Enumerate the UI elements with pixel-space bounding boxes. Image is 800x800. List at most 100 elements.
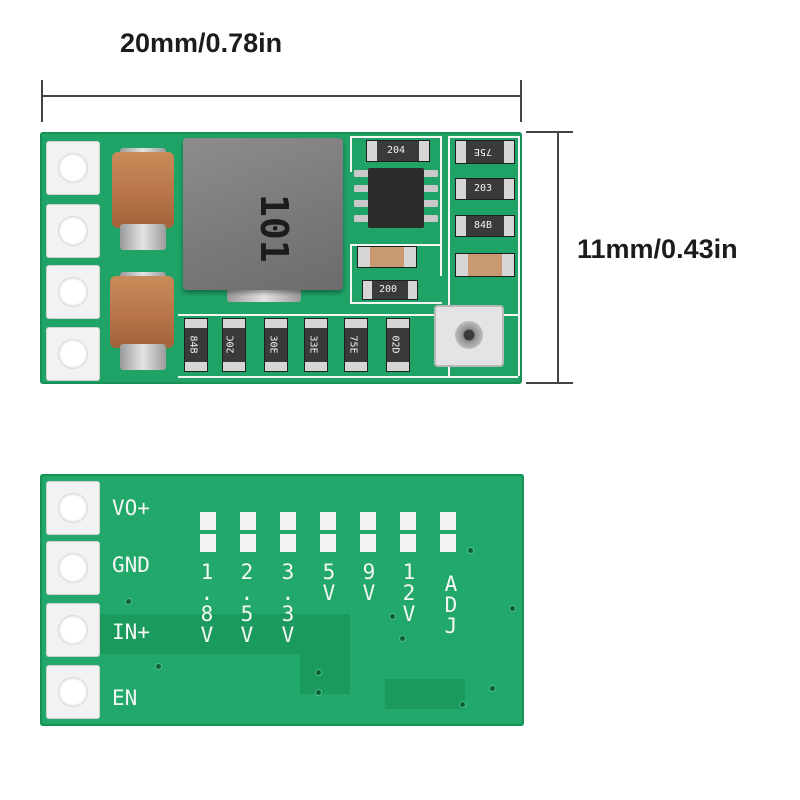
width-dimension-tick-right — [520, 80, 522, 122]
power-inductor: 101 — [183, 138, 343, 290]
solder-jumper — [280, 534, 296, 552]
via — [460, 702, 465, 707]
via — [468, 548, 473, 553]
resistor-code: 20C — [225, 335, 237, 354]
trim-potentiometer — [434, 305, 504, 367]
width-dimension-line — [42, 95, 522, 97]
chip-pin — [354, 185, 370, 192]
label-12v: 12V — [397, 560, 421, 623]
width-dimension-label: 20mm/0.78in — [120, 28, 283, 58]
via — [390, 614, 395, 619]
solder-jumper — [320, 512, 336, 530]
width-dimension-tick-left — [41, 80, 43, 122]
resistor-code: 75E — [474, 146, 493, 157]
via — [126, 599, 131, 604]
height-dimension-line — [557, 132, 559, 384]
resistor-code: 204 — [387, 145, 406, 156]
resistor-r7: 20C — [222, 318, 246, 372]
resistor-code: 200 — [379, 284, 398, 295]
solder-jumper — [400, 512, 416, 530]
inductor-marking: 101 — [252, 194, 296, 263]
solder-jumper — [320, 534, 336, 552]
resistor-r8: 30E — [264, 318, 288, 372]
ceramic-cap-small — [357, 246, 417, 268]
label-gnd: GND — [112, 553, 150, 577]
resistor-r10: 75E — [344, 318, 368, 372]
label-1-8v: 1.8V — [195, 560, 219, 644]
silkscreen-line — [350, 136, 352, 172]
height-dimension-label: 11mm/0.43in — [577, 234, 738, 264]
pcb-trace — [385, 679, 465, 709]
pad-in-plus — [47, 604, 99, 656]
label-adj: ADJ — [439, 572, 463, 635]
silkscreen-line — [350, 136, 442, 138]
pot-adjust-screw-icon — [455, 321, 483, 349]
pad-en — [47, 666, 99, 718]
chip-pin — [354, 200, 370, 207]
silkscreen-line — [350, 244, 442, 246]
silkscreen-line — [178, 376, 518, 378]
resistor-r5: 200 — [362, 280, 418, 300]
chip-pin — [422, 185, 438, 192]
via — [490, 686, 495, 691]
pad-4 — [47, 328, 99, 380]
resistor-code: 75E — [347, 335, 359, 354]
solder-jumper — [200, 534, 216, 552]
chip-pin — [354, 170, 370, 177]
silkscreen-line — [350, 244, 352, 304]
label-en: EN — [112, 686, 138, 710]
solder-jumper — [240, 512, 256, 530]
solder-jumper — [440, 534, 456, 552]
capacitor-terminal — [120, 224, 166, 250]
silkscreen-line — [448, 136, 520, 138]
resistor-r2: 75E — [455, 140, 515, 164]
resistor-code: 84B — [474, 220, 493, 231]
via — [316, 670, 321, 675]
chip-pin — [422, 215, 438, 222]
resistor-code: 02D — [389, 335, 401, 354]
pcb-trace — [100, 614, 350, 654]
label-9v: 9V — [357, 560, 381, 602]
chip-pin — [354, 215, 370, 222]
silkscreen-line — [178, 314, 518, 316]
solder-jumper — [360, 512, 376, 530]
resistor-code: 33E — [307, 335, 319, 354]
inductor-marking-graphic: 101 — [252, 194, 296, 263]
pcb-bottom-view — [40, 474, 524, 726]
solder-jumper — [360, 534, 376, 552]
solder-jumper — [240, 534, 256, 552]
capacitor-1 — [112, 152, 174, 228]
resistor-r3: 203 — [455, 178, 515, 200]
pad-2 — [47, 205, 99, 257]
resistor-r1: 204 — [366, 140, 430, 162]
resistor-code: 203 — [474, 183, 493, 194]
via — [400, 636, 405, 641]
height-dimension-tick-bottom — [526, 382, 573, 384]
capacitor-terminal — [120, 344, 166, 370]
silkscreen-line — [448, 136, 450, 376]
pad-1 — [47, 142, 99, 194]
pcb-trace — [300, 654, 350, 694]
via — [156, 664, 161, 669]
resistor-r9: 33E — [304, 318, 328, 372]
silkscreen-line — [350, 302, 442, 304]
solder-jumper — [280, 512, 296, 530]
chip-pin — [422, 200, 438, 207]
chip-pin — [422, 170, 438, 177]
via — [316, 690, 321, 695]
solder-jumper — [200, 512, 216, 530]
pad-3 — [47, 266, 99, 318]
label-2-5v: 2.5V — [235, 560, 259, 644]
silkscreen-line — [440, 136, 442, 276]
pad-gnd — [47, 542, 99, 594]
label-3-3v: 3.3V — [276, 560, 300, 644]
label-vo-plus: VO+ — [112, 496, 150, 520]
label-5v: 5V — [317, 560, 341, 602]
via — [510, 606, 515, 611]
label-in-plus: IN+ — [112, 620, 150, 644]
height-dimension-tick-top — [526, 131, 573, 133]
silkscreen-line — [518, 136, 520, 376]
resistor-r4: 84B — [455, 215, 515, 237]
pad-vo-plus — [47, 482, 99, 534]
solder-jumper — [400, 534, 416, 552]
